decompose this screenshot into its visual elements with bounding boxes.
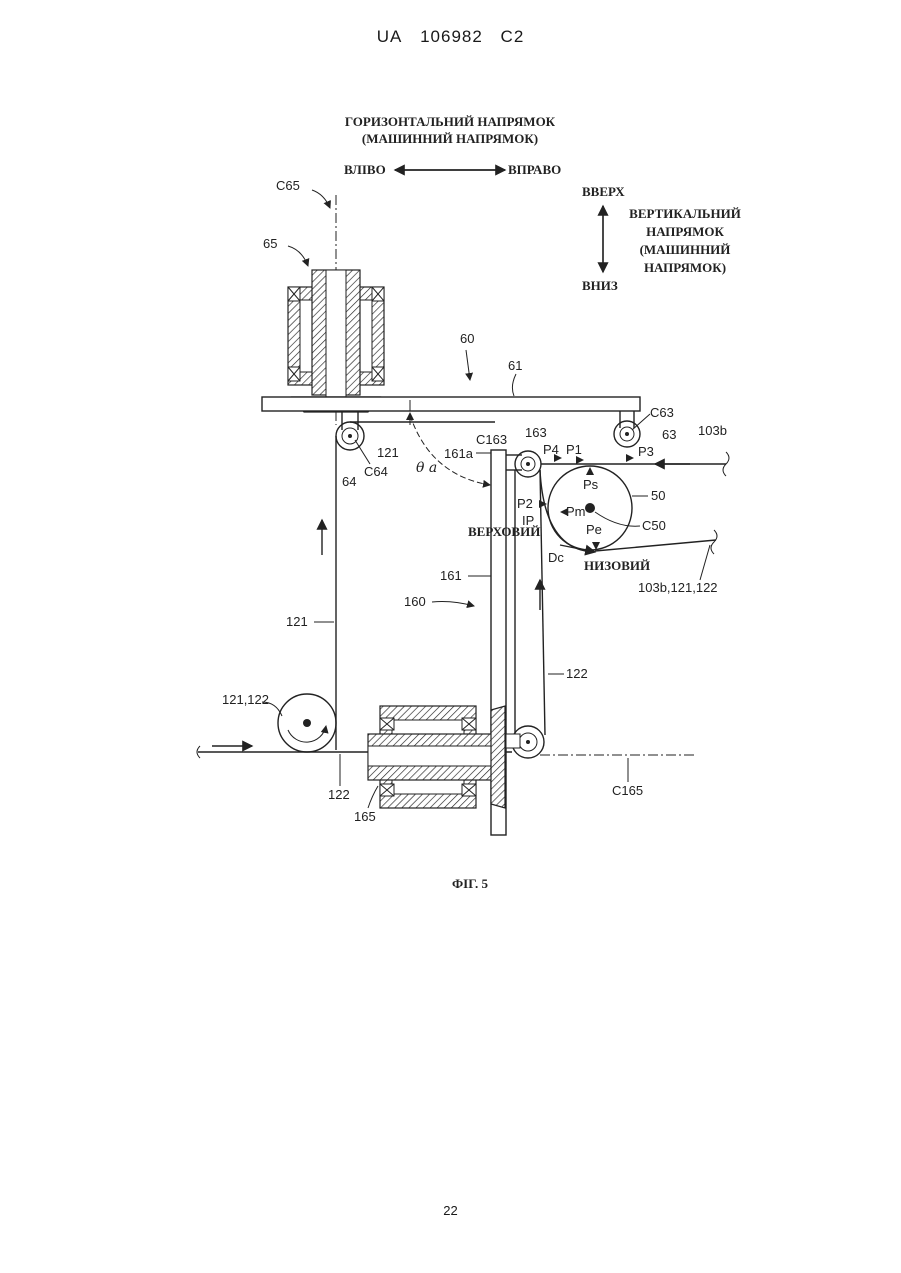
left-label: ВЛІВО (344, 162, 386, 177)
vertical-direction-line-3: (МАШИННИЙ (640, 242, 731, 257)
label-c63: C63 (650, 405, 674, 420)
label-121-top: 121 (377, 445, 399, 460)
label-c64: C64 (364, 464, 388, 479)
label-c65: C65 (276, 178, 300, 193)
label-c165: C165 (612, 783, 643, 798)
label-163: 163 (525, 425, 547, 440)
label-161: 161 (440, 568, 462, 583)
horizontal-direction-title-2: (МАШИННИЙ НАПРЯМОК) (362, 131, 538, 146)
page-number: 22 (0, 1203, 901, 1218)
label-60: 60 (460, 331, 474, 346)
label-160: 160 (404, 594, 426, 609)
pointer-61 (512, 374, 516, 396)
label-pm: Pm (566, 504, 586, 519)
label-64: 64 (342, 474, 356, 489)
label-ps: Ps (583, 477, 599, 492)
label-61: 61 (508, 358, 522, 373)
label-dc: Dc (548, 550, 564, 565)
label-theta-a: θ a (416, 460, 437, 476)
vertical-direction-line-1: ВЕРТИКАЛЬНИЙ (629, 206, 741, 221)
label-121-left: 121 (286, 614, 308, 629)
label-103b-121-122: 103b,121,122 (638, 580, 718, 595)
right-label: ВПРАВО (508, 162, 561, 177)
web-122-right (540, 470, 545, 735)
label-161a: 161a (444, 446, 474, 461)
web-103b-lower (595, 540, 716, 551)
drum-center (585, 503, 595, 513)
pointer-160 (432, 602, 474, 607)
label-63: 63 (662, 427, 676, 442)
pointer-c65 (312, 190, 330, 208)
label-p1: P1 (566, 442, 582, 457)
label-122-right: 122 (566, 666, 588, 681)
label-p3: P3 (638, 444, 654, 459)
label-p2: P2 (517, 496, 533, 511)
up-label: ВВЕРХ (582, 184, 625, 199)
label-122-bottom: 122 (328, 787, 350, 802)
horizontal-direction-title-1: ГОРИЗОНТАЛЬНИЙ НАПРЯМОК (345, 114, 556, 129)
label-c50: C50 (642, 518, 666, 533)
down-label: ВНИЗ (582, 278, 618, 293)
pointer-60 (466, 350, 470, 380)
label-65: 65 (263, 236, 277, 251)
figure-caption: ФІГ. 5 (452, 876, 489, 891)
label-upstream: ВЕРХОВИЙ (468, 524, 540, 539)
plate-61 (262, 397, 640, 411)
vertical-direction-line-4: НАПРЯМОК) (644, 260, 726, 275)
pointer-65 (288, 246, 308, 266)
label-downstream: НИЗОВИЙ (584, 558, 650, 573)
label-121-122: 121,122 (222, 692, 269, 707)
label-50: 50 (651, 488, 665, 503)
bearing-housing-65 (288, 270, 384, 412)
label-pe: Pe (586, 522, 602, 537)
vertical-direction-line-2: НАПРЯМОК (646, 224, 724, 239)
label-165: 165 (354, 809, 376, 824)
bearing-housing-165 (368, 706, 505, 808)
label-c163: C163 (476, 432, 507, 447)
label-103b: 103b (698, 423, 727, 438)
label-p4: P4 (543, 442, 559, 457)
